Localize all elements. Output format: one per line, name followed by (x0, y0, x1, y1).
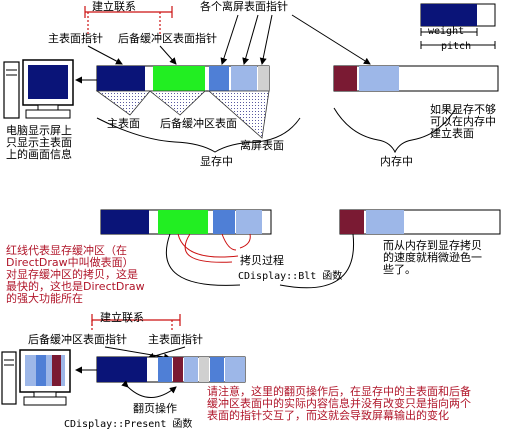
red-line-note: 红线代表显存缓冲区（在 DirectDraw中叫做表面） 对显存缓冲区的拷贝，这… (6, 244, 145, 305)
pitch-label: pitch (441, 41, 472, 52)
video-memory-label: 显存中 (200, 155, 233, 168)
red-copy-arcs (177, 233, 251, 263)
connect-bracket-bottom (91, 314, 181, 331)
connect-label-bottom: 建立联系 (100, 311, 144, 324)
computer-icon-bottom (1, 349, 71, 406)
flip-note: 请注意，这里的翻页操作后，在显存中的主表面和后备 缓冲区表面中的实际内容信息并没… (207, 385, 471, 422)
blt-function-label: CDisplay::Blt 函数 (238, 271, 343, 282)
copy-process-label: 拷贝过程 (240, 254, 284, 267)
pointer-arrows-bottom (75, 346, 186, 374)
slow-copy-note: 而从内存到显存拷贝 的速度就稍微逊色一 些了。 (383, 239, 482, 276)
system-memory-label: 内存中 (380, 155, 413, 168)
backbuffer-surface-label: 后备缓冲区表面 (160, 117, 237, 130)
weight-pitch-legend (420, 3, 496, 49)
present-function-label: CDisplay::Present 函数 (64, 419, 193, 430)
video-memory-strip-middle (100, 209, 272, 235)
system-memory-note: 如果显存不够 可以在内存中 建立表面 (430, 103, 496, 140)
offscreen-pointers-label: 各个离屏表面指针 (200, 0, 288, 13)
flip-arrows (121, 380, 177, 398)
pointer-arrows-top (75, 14, 371, 84)
system-memory-strip-top (333, 65, 499, 92)
primary-pointer-label-bottom: 主表面指针 (148, 333, 203, 346)
connect-label-top: 建立联系 (92, 0, 136, 13)
surface-callouts (95, 90, 270, 139)
primary-surface-label: 主表面 (107, 117, 140, 130)
video-memory-brace-top (96, 117, 301, 153)
system-memory-strip-middle (339, 209, 501, 235)
offscreen-surface-label: 离屏表面 (240, 139, 284, 152)
primary-pointer-label-top: 主表面指针 (48, 32, 103, 45)
flip-operation-label: 翻页操作 (133, 402, 177, 415)
computer-icon-top (3, 59, 74, 119)
backbuffer-pointer-label-bottom: 后备缓冲区表面指针 (28, 333, 127, 346)
screen-note: 电脑显示屏上 只显示主表面 上的画面信息 (6, 124, 72, 161)
backbuffer-pointer-label-top: 后备缓冲区表面指针 (118, 32, 217, 45)
connect-bracket-top (84, 6, 173, 36)
weight-label: weight (428, 26, 465, 37)
black-copy-lines (165, 233, 355, 289)
system-memory-brace-top (333, 107, 457, 154)
video-memory-strip-bottom (96, 356, 246, 383)
video-memory-strip-top (96, 65, 270, 92)
